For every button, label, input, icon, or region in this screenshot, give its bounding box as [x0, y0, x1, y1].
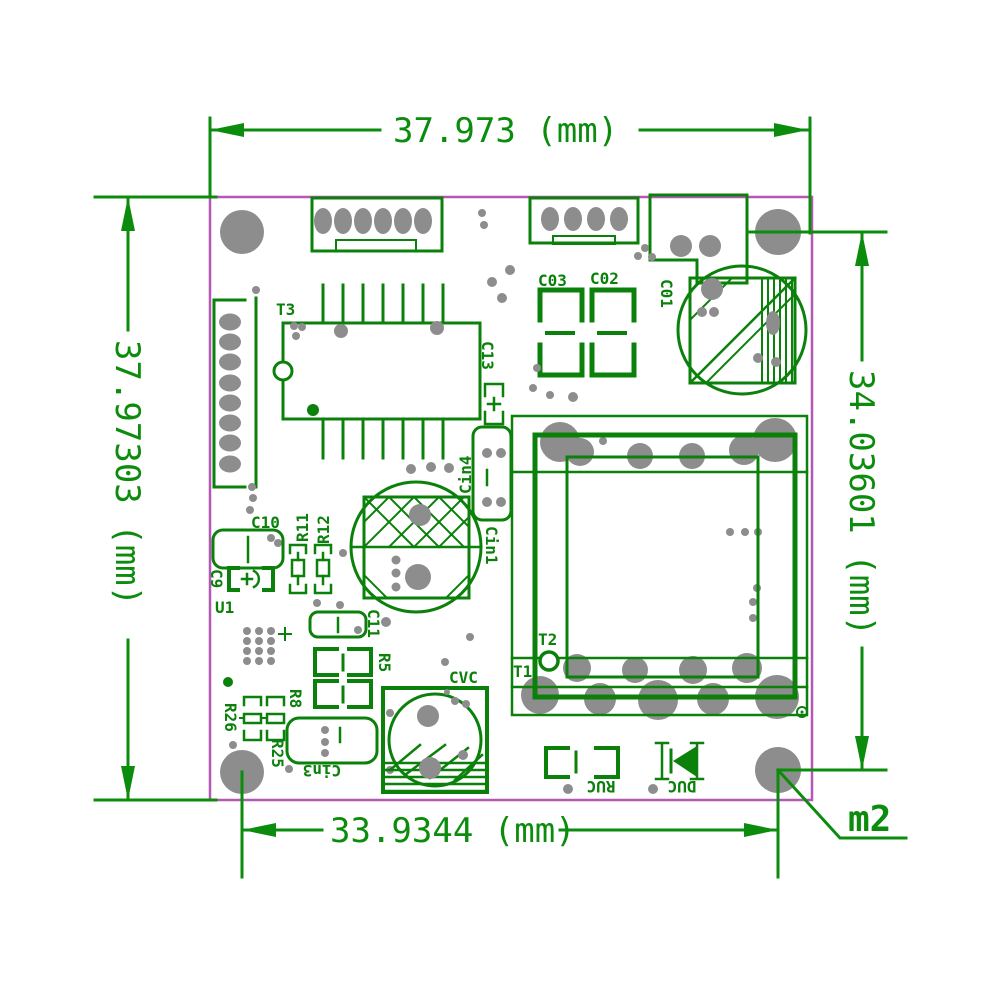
mounting-hole-top-left — [220, 210, 264, 254]
dim-left-text: 37.97303 (mm) — [107, 340, 147, 606]
connector-left-edge — [212, 286, 260, 489]
m2-label: m2 — [848, 799, 891, 840]
ic-t3: T3 — [272, 283, 482, 460]
label-t3: T3 — [276, 300, 295, 319]
label-c03: C03 — [538, 271, 567, 290]
label-c11: C11 — [364, 609, 383, 638]
label-c13: C13 — [478, 341, 497, 370]
label-r25: R25 — [268, 739, 287, 768]
label-c10: C10 — [251, 513, 280, 532]
header-4pin — [528, 196, 640, 245]
label-t2: T2 — [538, 630, 557, 649]
label-r5: R5 — [375, 653, 394, 672]
label-r11: R11 — [293, 513, 312, 542]
resistors-r11-r12: R11 R12 — [288, 513, 333, 595]
capacitor-cvc: CVC — [381, 668, 489, 794]
dimension-left: 37.97303 (mm) — [93, 195, 218, 802]
component-ruc: RUC — [544, 746, 620, 796]
via-grid — [223, 627, 292, 687]
label-c02: C02 — [590, 269, 619, 288]
capacitor-cin1: Cin1 — [339, 462, 501, 627]
mount-callout-m2: m2 — [775, 767, 908, 840]
label-r8: R8 — [286, 689, 305, 708]
corner-ring — [796, 706, 808, 718]
label-ruc: RUC — [587, 777, 616, 796]
resistors-r26-r25: R26 R25 — [221, 695, 287, 768]
capacitor-c02: C02 — [589, 269, 637, 378]
label-u1: U1 — [215, 598, 234, 617]
dim-bottom-text: 33.9344 (mm) — [330, 811, 576, 851]
capacitor-c10: C10 — [211, 483, 285, 570]
dimension-bottom: 33.9344 (mm) — [240, 768, 780, 879]
diode-triangle — [673, 746, 697, 777]
dimension-top: 37.973 (mm) — [208, 111, 812, 235]
capacitor-c13: C13 — [478, 341, 505, 426]
pin1-marker — [307, 404, 319, 416]
capacitor-cin3: Cin3 — [285, 716, 394, 780]
label-r26: R26 — [221, 703, 240, 732]
label-c9: C9 — [207, 569, 226, 588]
capacitor-c11: C11 — [308, 599, 383, 639]
capacitor-c03: C03 — [537, 271, 585, 378]
resistor-block-r5-r8: R5 R8 — [286, 633, 474, 709]
label-cin1: Cin1 — [482, 526, 501, 565]
label-cin4: Cin4 — [456, 455, 475, 494]
capacitor-top-right — [676, 264, 808, 396]
label-duc: DUC — [668, 777, 697, 796]
header-6pin — [310, 196, 444, 253]
label-t1: T1 — [513, 662, 532, 681]
dim-top-text: 37.973 (mm) — [393, 111, 618, 151]
t2-ring — [538, 650, 560, 672]
transformer-t1: T2 T1 — [510, 414, 809, 720]
capacitor-c9: C9 — [207, 566, 275, 592]
dim-right-text: 34.03601 (mm) — [841, 370, 881, 636]
label-c01: C01 — [657, 279, 676, 308]
stray-vias-top — [478, 209, 578, 402]
label-cvc: CVC — [449, 668, 478, 687]
label-cin3: Cin3 — [303, 761, 342, 780]
component-duc: DUC — [648, 741, 705, 796]
label-r12: R12 — [314, 515, 333, 544]
dimension-right: 34.03601 (mm) — [746, 230, 888, 772]
